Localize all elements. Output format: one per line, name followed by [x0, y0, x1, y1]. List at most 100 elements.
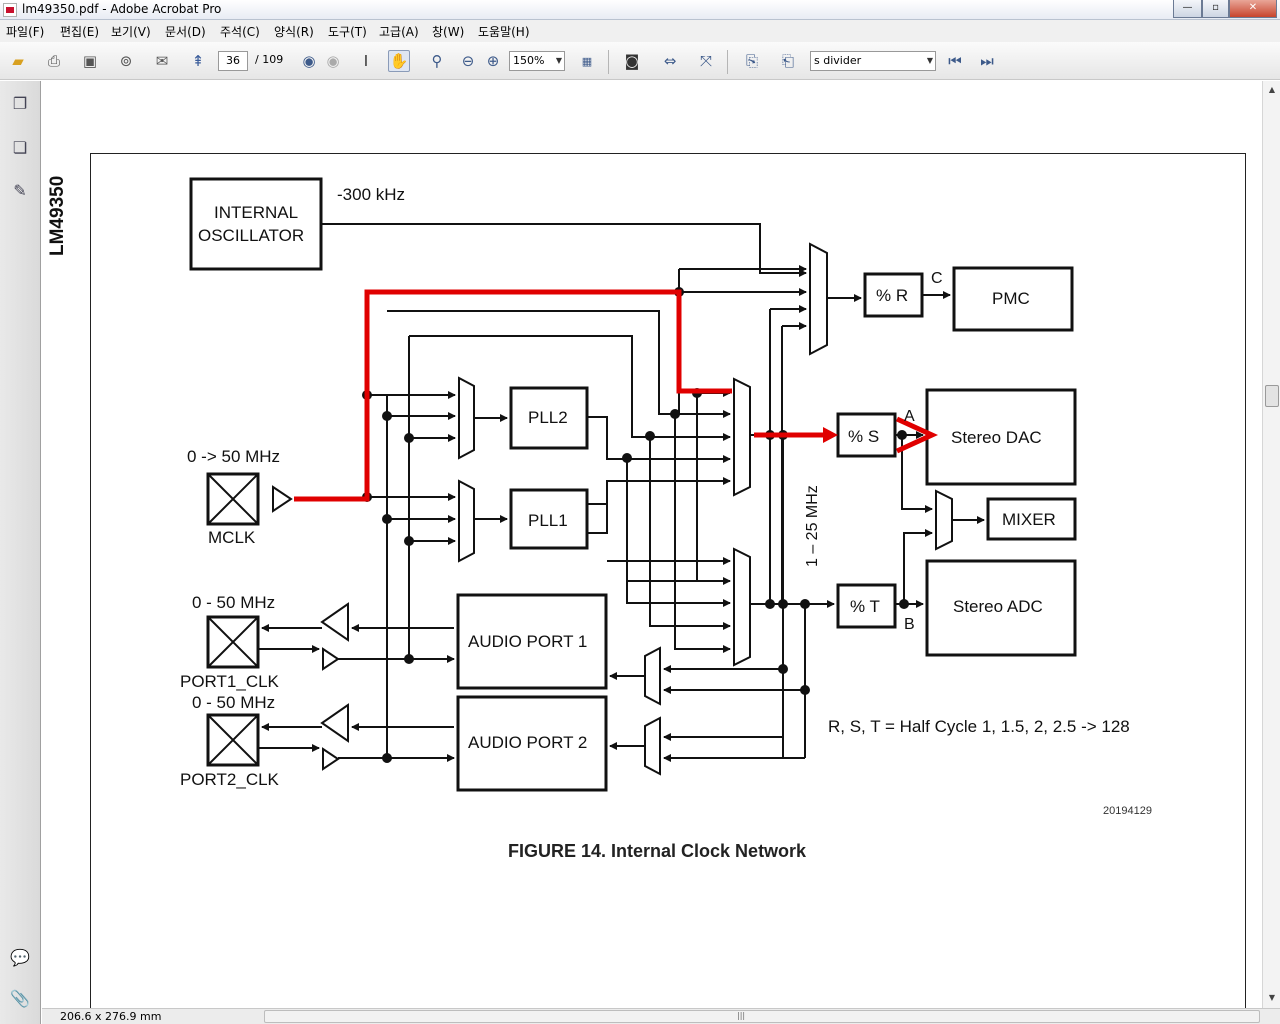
- scroll-grip-icon: |||: [737, 1011, 746, 1020]
- acrobat-icon: [3, 3, 17, 17]
- minimize-button[interactable]: —: [1173, 0, 1202, 18]
- stereo-dac-label: Stereo DAC: [951, 428, 1042, 447]
- oscillator-frequency: -300 kHz: [337, 185, 406, 204]
- stereo-adc-box: [925, 559, 1077, 657]
- port1-frequency: 0 - 50 MHz: [192, 593, 276, 612]
- oscillator-label-line1: INTERNAL: [214, 203, 299, 222]
- document-properties-icon[interactable]: ⎗: [781, 52, 794, 70]
- binoculars-icon[interactable]: ⊚: [119, 52, 133, 70]
- close-button[interactable]: ✕: [1229, 0, 1277, 18]
- bookmarks-panel-icon[interactable]: ❏: [12, 138, 28, 157]
- fit-page-icon[interactable]: ⤧: [699, 52, 712, 70]
- clock-network-diagram: [189, 177, 1077, 792]
- comments-panel-icon[interactable]: 💬: [10, 948, 30, 967]
- menu-view[interactable]: 보기(V): [111, 25, 151, 39]
- select-text-icon[interactable]: I: [363, 52, 369, 70]
- menu-help[interactable]: 도움말(H): [478, 25, 530, 39]
- page-number-input[interactable]: 36: [218, 51, 248, 71]
- divider-note: R, S, T = Half Cycle 1, 1.5, 2, 2.5 -> 1…: [828, 717, 1130, 736]
- chevron-down-icon: ▼: [926, 56, 933, 65]
- horizontal-scrollbar[interactable]: |||: [264, 1010, 1260, 1023]
- menu-forms[interactable]: 양식(R): [274, 25, 314, 39]
- signatures-panel-icon[interactable]: ✎: [13, 181, 27, 200]
- next-page-icon[interactable]: ◉: [326, 52, 340, 70]
- zoom-level-select[interactable]: 150% ▼: [509, 51, 565, 71]
- pmc-label: PMC: [992, 289, 1030, 308]
- oscillator-label-line2: OSCILLATOR: [198, 226, 305, 245]
- snapshot-icon[interactable]: ◙: [624, 52, 640, 70]
- vertical-scrollbar[interactable]: ▲ ▼: [1262, 81, 1280, 1008]
- find-previous-icon[interactable]: ⏮: [948, 52, 962, 70]
- toolbar-separator: [608, 50, 609, 74]
- menu-window[interactable]: 창(W): [432, 25, 465, 39]
- menu-bar: 파일(F) 편집(E) 보기(V) 문서(D) 주석(C) 양식(R) 도구(T…: [0, 20, 1280, 42]
- open-folder-icon[interactable]: ▰: [12, 52, 24, 70]
- page-total: / 109: [255, 53, 284, 66]
- find-input[interactable]: s divider ▼: [810, 51, 936, 71]
- previous-page-icon[interactable]: ◉: [302, 52, 316, 70]
- pll1-label: PLL1: [528, 511, 568, 530]
- menu-file[interactable]: 파일(F): [6, 25, 45, 39]
- zoom-in-icon[interactable]: ⊕: [486, 52, 500, 70]
- a-label: A: [904, 408, 915, 425]
- maximize-button[interactable]: ▫: [1202, 0, 1229, 18]
- port2-frequency: 0 - 50 MHz: [192, 693, 276, 712]
- toolbar-separator: [727, 50, 728, 74]
- rotate-view-icon[interactable]: ⎘: [745, 52, 758, 70]
- t-divider-label: % T: [850, 597, 880, 616]
- find-next-icon[interactable]: ⏭: [980, 52, 994, 70]
- c-label: C: [931, 270, 943, 287]
- t-divider-box: [836, 583, 897, 629]
- zoom-out-icon[interactable]: ⊖: [461, 52, 475, 70]
- pll2-label: PLL2: [528, 408, 568, 427]
- figure-id: 20194129: [1103, 805, 1152, 817]
- mclk-frequency: 0 -> 50 MHz: [187, 447, 281, 466]
- hand-tool-icon[interactable]: ✋: [388, 50, 410, 72]
- figure-frame: [90, 153, 1246, 1008]
- scroll-up-icon[interactable]: ▲: [1268, 85, 1276, 94]
- pmc-box: [952, 266, 1074, 332]
- toolbar: ▰ ⎙ ▣ ⊚ ✉ ⇞ 36 / 109 ◉ ◉ I ✋ ⚲ ⊖ ⊕ 150% ▼…: [0, 42, 1280, 80]
- mixer-box: [986, 497, 1077, 541]
- r-divider-label: % R: [876, 286, 909, 305]
- find-value: s divider: [814, 54, 862, 67]
- frequency-range-label: 1 – 25 MHz: [804, 485, 821, 567]
- port1-clk-label: PORT1_CLK: [180, 672, 279, 691]
- zoom-tool-icon[interactable]: ⚲: [431, 52, 443, 70]
- audio-port2-label: AUDIO PORT 2: [468, 733, 588, 752]
- internal-oscillator-box: [189, 177, 323, 271]
- menu-tools[interactable]: 도구(T): [328, 25, 367, 39]
- mixer-label: MIXER: [1002, 510, 1056, 529]
- page-up-icon[interactable]: ⇞: [191, 52, 205, 70]
- menu-document[interactable]: 문서(D): [165, 25, 206, 39]
- email-icon[interactable]: ✉: [155, 52, 169, 70]
- audio-port1-box: [456, 593, 608, 690]
- port2-clk-label: PORT2_CLK: [180, 770, 279, 789]
- title-bar: lm49350.pdf - Adobe Acrobat Pro — ▫ ✕: [0, 0, 1280, 20]
- scroll-down-icon[interactable]: ▼: [1268, 993, 1276, 1002]
- figure-caption: FIGURE 14. Internal Clock Network: [508, 841, 807, 861]
- window-title: lm49350.pdf - Adobe Acrobat Pro: [22, 2, 222, 16]
- zoom-level-value: 150%: [513, 54, 545, 67]
- status-bar: 206.6 x 276.9 mm |||: [42, 1008, 1280, 1024]
- mclk-label: MCLK: [208, 528, 256, 547]
- fit-width-icon[interactable]: ⇔: [663, 52, 677, 70]
- b-label: B: [904, 616, 915, 633]
- chevron-down-icon: ▼: [555, 56, 562, 65]
- highlight-path: [294, 289, 939, 502]
- menu-comments[interactable]: 주석(C): [220, 25, 260, 39]
- scroll-thumb[interactable]: [1265, 385, 1279, 407]
- save-icon[interactable]: ▣: [82, 52, 98, 70]
- document-view[interactable]: LM49350: [42, 81, 1262, 1008]
- actual-size-icon[interactable]: ▦: [581, 54, 593, 68]
- menu-advanced[interactable]: 고급(A): [379, 25, 419, 39]
- attachments-panel-icon[interactable]: 📎: [10, 989, 30, 1008]
- stereo-adc-label: Stereo ADC: [953, 597, 1043, 616]
- print-icon[interactable]: ⎙: [47, 52, 60, 70]
- pll1-box: [509, 488, 589, 550]
- navigation-pane: ❐ ❏ ✎ 💬 📎: [0, 81, 41, 1024]
- s-divider-label: % S: [848, 427, 880, 446]
- menu-edit[interactable]: 편집(E): [60, 25, 100, 39]
- pages-panel-icon[interactable]: ❐: [12, 94, 28, 113]
- page-size: 206.6 x 276.9 mm: [60, 1010, 162, 1023]
